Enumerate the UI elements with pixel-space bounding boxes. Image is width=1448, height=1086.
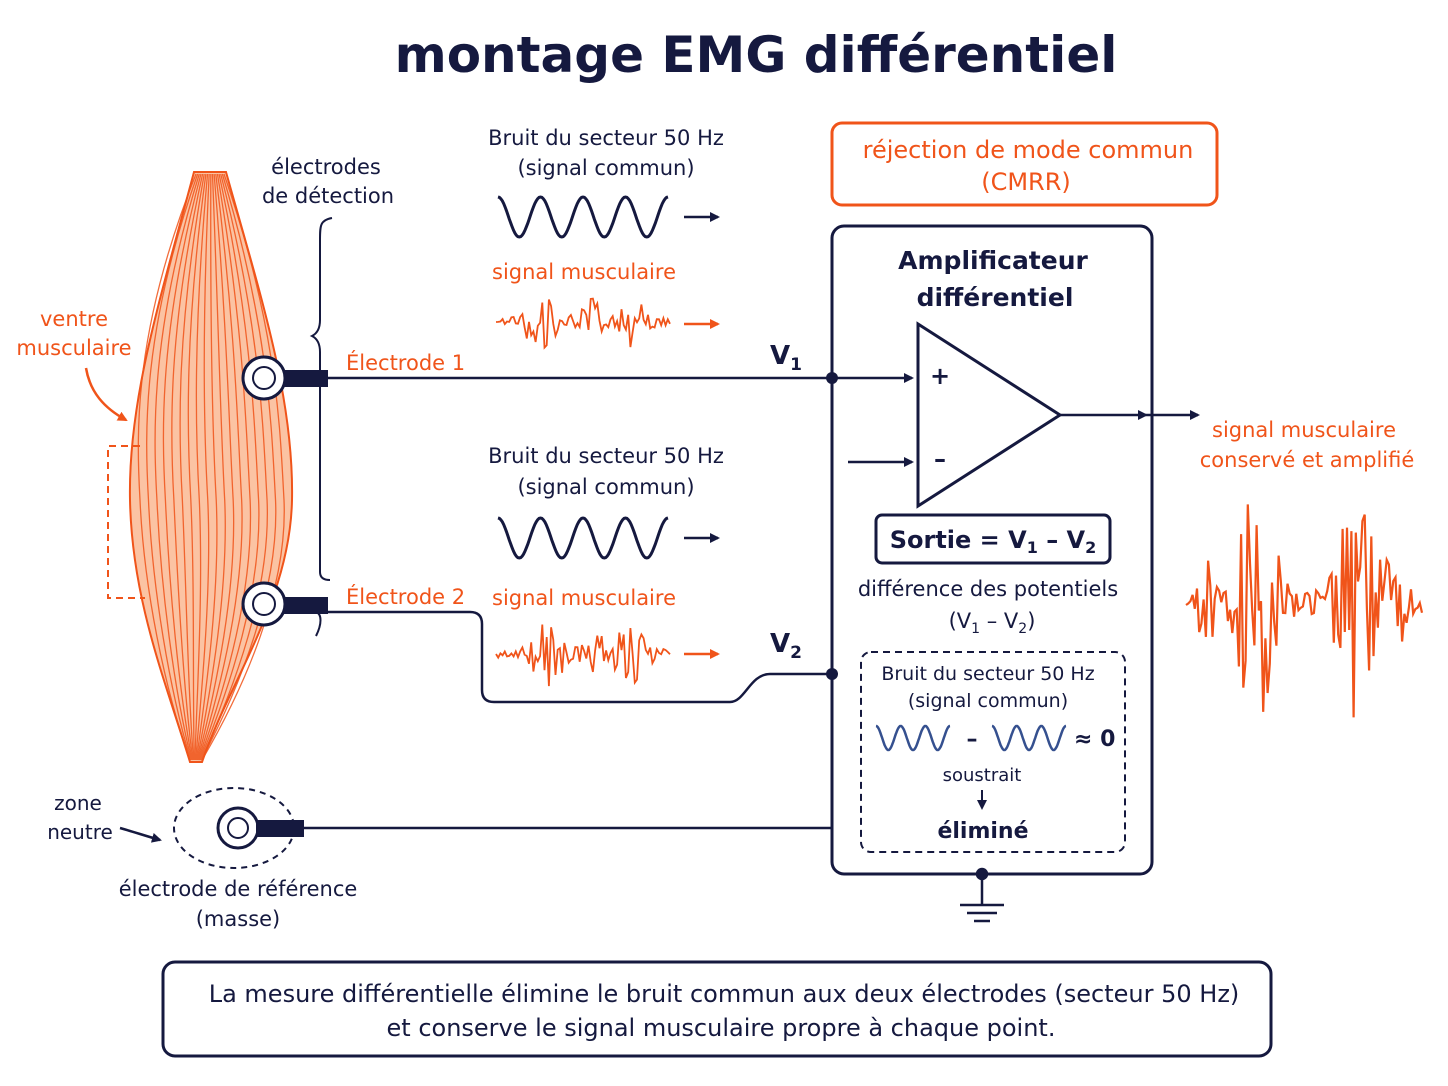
junction-v2 bbox=[826, 668, 838, 680]
belly-label-1: ventre bbox=[40, 307, 108, 331]
output-label-2: conservé et amplifié bbox=[1200, 448, 1415, 472]
detection-brace bbox=[309, 217, 333, 581]
v2-label: V2 bbox=[770, 629, 802, 663]
electrode-2-label: Électrode 2 bbox=[346, 584, 465, 609]
amplified-muscle-wave bbox=[1185, 504, 1424, 718]
amplifier-title-2: différentiel bbox=[917, 283, 1074, 312]
muscle-fiber bbox=[197, 173, 243, 761]
muscle-wave-top bbox=[495, 297, 671, 350]
muscle-fiber bbox=[179, 173, 205, 761]
diff-label-2: (V1 – V2) bbox=[949, 609, 1036, 637]
electrode-1-label: Électrode 1 bbox=[346, 350, 465, 375]
neutral-zone-label-2: neutre bbox=[47, 820, 113, 844]
footer-line-2: et conserve le signal musculaire propre … bbox=[387, 1014, 1056, 1042]
ground-symbol bbox=[960, 867, 1004, 923]
noise-box-approx-zero: ≈ 0 bbox=[1074, 727, 1115, 752]
muscle-fiber bbox=[200, 173, 277, 761]
noise-wave-bottom bbox=[497, 516, 669, 560]
noise-label-bottom-2: (signal commun) bbox=[517, 475, 694, 499]
wire-electrode-2 bbox=[328, 610, 832, 704]
muscle-signal-label-top: signal musculaire bbox=[492, 260, 676, 284]
muscle-wave-bottom bbox=[495, 624, 671, 687]
detection-label-1: électrodes bbox=[271, 155, 381, 179]
noise-box-wave-a bbox=[875, 724, 951, 752]
neutral-zone-label-1: zone bbox=[54, 791, 102, 815]
muscle-fiber bbox=[196, 173, 226, 761]
muscle-fiber bbox=[187, 173, 207, 761]
noise-box-eliminated: éliminé bbox=[937, 819, 1028, 844]
noise-box-label-2: (signal commun) bbox=[908, 690, 1068, 712]
cmrr-box bbox=[830, 121, 1219, 207]
cmrr-label-1: réjection de mode commun bbox=[863, 136, 1194, 164]
diff-label-1: différence des potentiels bbox=[858, 577, 1118, 601]
muscle-fiber bbox=[201, 173, 285, 761]
output-label-1: signal musculaire bbox=[1212, 418, 1396, 442]
muscle-fiber bbox=[146, 173, 199, 761]
muscle-fiber bbox=[200, 173, 268, 761]
noise-box-subtracted: soustrait bbox=[943, 765, 1022, 786]
muscle-fiber bbox=[171, 173, 204, 761]
reference-label-2: (masse) bbox=[196, 907, 281, 931]
detection-brace-end bbox=[315, 611, 322, 637]
noise-wave-top bbox=[497, 195, 669, 239]
output-formula: Sortie = V1 – V2 bbox=[890, 526, 1097, 557]
footer-line-1: La mesure différentielle élimine le brui… bbox=[209, 980, 1240, 1008]
muscle-fiber bbox=[194, 173, 209, 761]
electrode-2 bbox=[241, 581, 328, 627]
footer-box bbox=[161, 960, 1273, 1058]
muscle-fiber bbox=[198, 173, 252, 761]
belly-arrow bbox=[84, 367, 128, 422]
amplifier-title-1: Amplificateur bbox=[898, 246, 1088, 275]
muscle-fibers bbox=[137, 173, 285, 761]
plus-sign: + bbox=[930, 362, 950, 390]
op-amp-triangle bbox=[916, 321, 1063, 509]
detection-label-2: de détection bbox=[262, 184, 394, 208]
muscle-fiber bbox=[199, 173, 260, 761]
belly-label-2: musculaire bbox=[16, 336, 131, 360]
muscle-fiber bbox=[154, 173, 200, 761]
noise-box-label-1: Bruit du secteur 50 Hz bbox=[881, 663, 1094, 685]
noise-label-bottom-1: Bruit du secteur 50 Hz bbox=[488, 444, 724, 468]
muscle bbox=[128, 171, 294, 763]
reference-electrode bbox=[216, 806, 304, 850]
v1-label: V1 bbox=[770, 341, 802, 375]
muscle-fiber bbox=[162, 173, 202, 761]
noise-box-minus: – bbox=[967, 727, 978, 752]
noise-cancel-box bbox=[860, 651, 1126, 853]
belly-bracket bbox=[107, 445, 145, 599]
output-formula-box bbox=[874, 513, 1112, 565]
noise-label-top-2: (signal commun) bbox=[517, 156, 694, 180]
reference-label-1: électrode de référence bbox=[119, 877, 358, 901]
electrode-1 bbox=[241, 355, 328, 401]
muscle-signal-label-bottom: signal musculaire bbox=[492, 586, 676, 610]
muscle-fiber bbox=[137, 173, 197, 761]
cmrr-label-2: (CMRR) bbox=[981, 168, 1071, 196]
noise-box-wave-b bbox=[991, 724, 1067, 752]
muscle-fiber bbox=[194, 173, 210, 761]
neutral-zone-arrow bbox=[119, 826, 162, 843]
noise-label-top-1: Bruit du secteur 50 Hz bbox=[488, 126, 724, 150]
page-title: montage EMG différentiel bbox=[395, 26, 1118, 84]
muscle-fiber bbox=[195, 173, 218, 761]
minus-sign: – bbox=[934, 445, 946, 473]
muscle-fiber bbox=[197, 173, 235, 761]
